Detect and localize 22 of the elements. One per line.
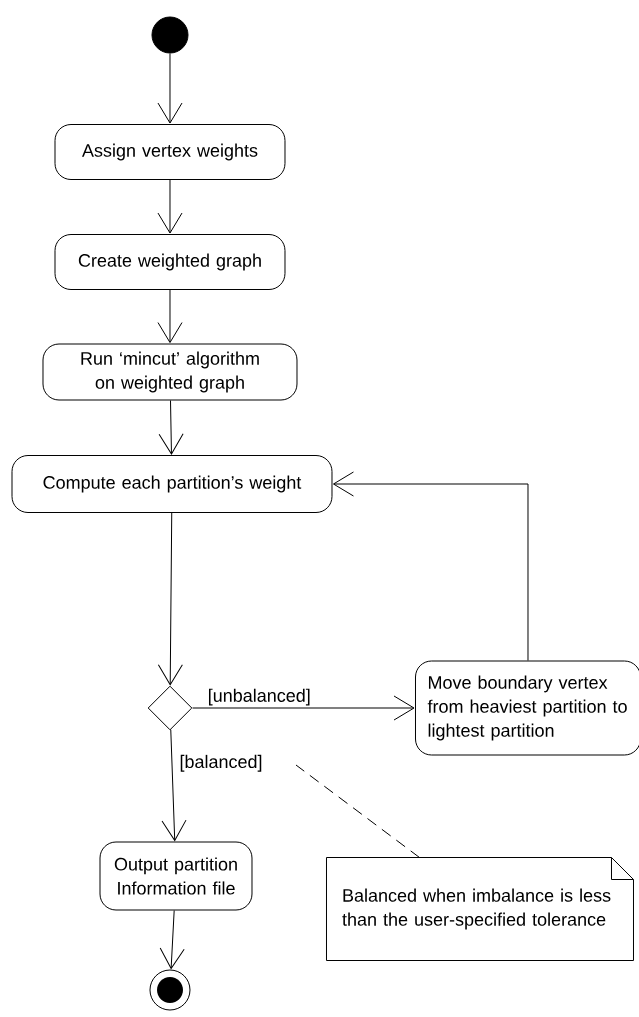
arrow (192, 695, 415, 721)
arrow (157, 512, 183, 686)
arrow (159, 910, 185, 970)
arrow (158, 400, 184, 455)
arrow (157, 179, 183, 234)
decision-diamond (147, 685, 193, 731)
arrow (161, 729, 187, 842)
final-node (149, 969, 191, 1011)
note-connector (295, 764, 420, 858)
action-box: Output partition Information file (99, 841, 253, 911)
note-box: Balanced when imbalance is less than the user-specified tolerance (326, 857, 634, 961)
action-box: Assign vertex weights (54, 124, 286, 180)
guard-label: [unbalanced] (206, 687, 312, 707)
initial-node (151, 16, 189, 54)
arrow (332, 471, 529, 661)
guard-label: [balanced] (178, 753, 264, 773)
action-box: Compute each partition’s weight (11, 455, 333, 513)
action-box: Move boundary vertex from heaviest partition to lightest partition (415, 660, 639, 756)
arrow (157, 53, 183, 124)
action-box: Create weighted graph (54, 234, 286, 290)
arrow (157, 289, 183, 344)
action-box: Run ‘mincut’ algorithm on weighted graph (42, 343, 298, 401)
